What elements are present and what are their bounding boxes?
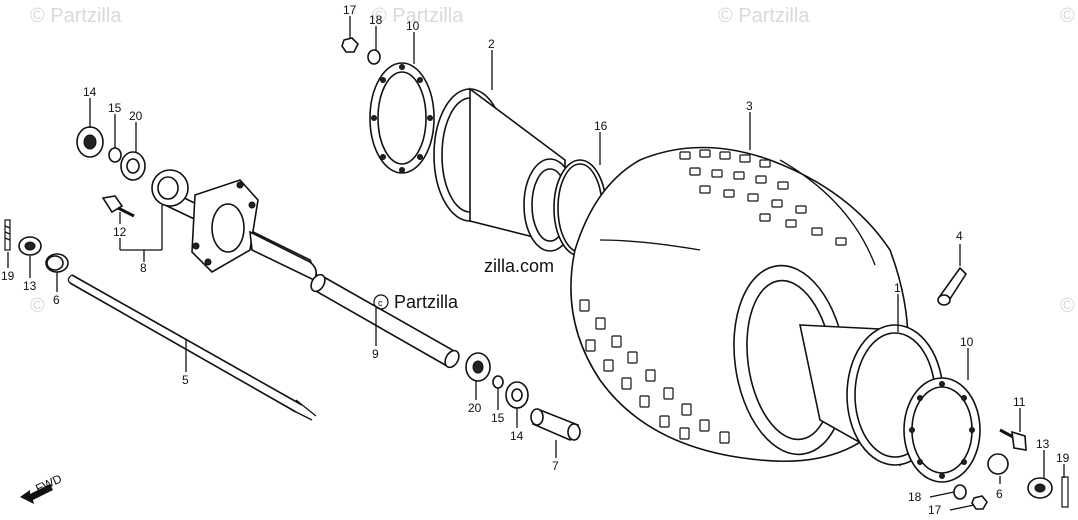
watermark-center: Partzilla (394, 292, 459, 312)
callout-7: 7 (552, 459, 559, 473)
upper-wheel-rim-half[interactable] (433, 87, 577, 252)
rear-hub-part[interactable] (101, 169, 320, 282)
callout-18-bottom: 18 (908, 490, 922, 504)
copyright-symbol: c (378, 298, 383, 308)
callout-1: 1 (894, 281, 901, 295)
callout-3: 3 (746, 99, 753, 113)
callout-14-top: 14 (83, 85, 97, 99)
left-axle-nut-group[interactable] (4, 219, 69, 273)
watermark-center-domain: zilla.com (484, 256, 554, 276)
watermark-far-right: © (1060, 295, 1075, 317)
tire-tread-pattern (579, 149, 847, 444)
callout-5: 5 (182, 373, 189, 387)
upper-left-bearing-group[interactable] (76, 126, 146, 181)
watermark-top-right: © Partzilla (718, 5, 810, 27)
callout-14-bottom: 14 (510, 429, 524, 443)
callout-15-top: 15 (108, 101, 122, 115)
callout-6-right: 6 (996, 487, 1003, 501)
callout-19-left: 19 (1, 269, 15, 283)
callout-leader-lines (7, 16, 1065, 511)
callout-19-right: 19 (1056, 451, 1070, 465)
callout-13-right: 13 (1036, 437, 1050, 451)
watermark-top-center: © Partzilla (372, 5, 464, 27)
callout-10-top: 10 (406, 19, 420, 33)
upper-rim-gasket[interactable] (369, 62, 435, 174)
watermark-top-far-right: © (1060, 5, 1075, 27)
rear-axle-part[interactable] (67, 274, 317, 421)
callout-11: 11 (1013, 395, 1026, 409)
valve-stem-part[interactable] (937, 266, 968, 306)
callout-18-top: 18 (369, 13, 383, 27)
callout-15-bottom: 15 (491, 411, 505, 425)
watermark-left: © (30, 295, 45, 317)
lower-right-hardware[interactable] (953, 453, 1069, 510)
lower-rim-gasket[interactable] (903, 377, 981, 483)
callout-2: 2 (488, 37, 495, 51)
center-watermark: c Partzilla zilla.com (373, 256, 554, 312)
upper-stud-nuts[interactable] (341, 37, 381, 65)
callout-20-bottom: 20 (468, 401, 482, 415)
callout-13-left: 13 (23, 279, 37, 293)
callout-8: 8 (140, 261, 147, 275)
callout-10-bottom: 10 (960, 335, 974, 349)
callout-9: 9 (372, 347, 379, 361)
forward-direction-arrow: FWD (20, 471, 64, 504)
callout-16: 16 (594, 119, 608, 133)
lower-bearing-group[interactable] (465, 352, 529, 409)
callout-17-top: 17 (343, 3, 357, 17)
watermark-top-left: © Partzilla (30, 5, 122, 27)
valve-cap-part[interactable] (999, 428, 1027, 451)
callout-20-top: 20 (129, 109, 143, 123)
collar-part[interactable] (530, 408, 581, 442)
callout-17-bottom: 17 (928, 503, 942, 517)
callout-6-left: 6 (53, 293, 60, 307)
callout-labels: 17 18 10 2 16 3 14 15 20 12 8 19 13 6 5 … (1, 3, 1070, 517)
axle-spacer-part[interactable] (308, 272, 461, 370)
callout-12: 12 (113, 225, 127, 239)
callout-4: 4 (956, 229, 963, 243)
background-watermarks: © Partzilla © Partzilla © Partzilla © © … (30, 5, 1075, 317)
